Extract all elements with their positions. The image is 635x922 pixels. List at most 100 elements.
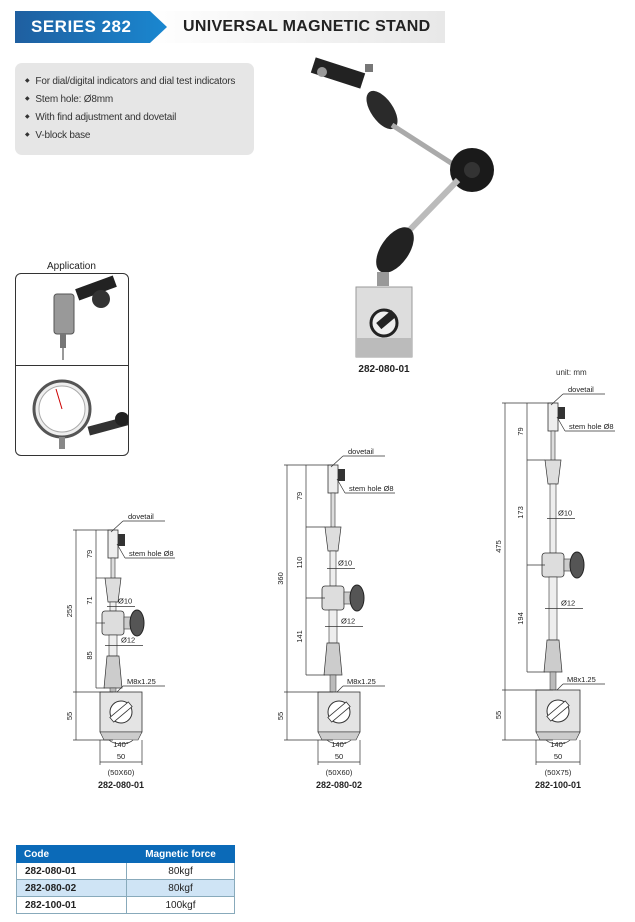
holder-rod [110, 557, 116, 581]
leader-line [336, 478, 346, 494]
segment-1-label: 79 [295, 492, 304, 500]
thread-label: M8x1.25 [127, 677, 156, 686]
base-height-label: 55 [276, 712, 285, 720]
series-badge: SERIES 282 [15, 11, 167, 43]
force-cell: 80kgf [126, 879, 235, 897]
total-height-label: 475 [494, 540, 503, 553]
page-title: UNIVERSAL MAGNETIC STAND [183, 18, 431, 35]
code-cell: 282-080-02 [16, 879, 127, 897]
indicator-holder [547, 402, 559, 432]
thread-label: M8x1.25 [347, 677, 376, 686]
switch-lever [109, 701, 133, 723]
application-photos [15, 273, 129, 456]
unit-label: unit: mm [556, 368, 587, 377]
base-size-label: (50X60) [108, 768, 135, 777]
leader-line [116, 543, 126, 559]
upper-rod-diameter-label: Ø10 [338, 559, 352, 568]
v-groove [326, 739, 352, 745]
stem-hole-label: stem hole Ø8 [349, 484, 394, 493]
feature-item: V-block base [25, 126, 254, 144]
base-size-label: (50X60) [326, 768, 353, 777]
application-photo-dial-indicator [32, 379, 128, 449]
segment-2-label: 110 [295, 557, 304, 569]
drawing-282-080-01: 140°2555579718550(50X60)282-080-01doveta… [65, 512, 175, 790]
base-size-label: (50X75) [545, 768, 572, 777]
dovetail-label: dovetail [128, 512, 154, 521]
holder-rod [330, 492, 336, 530]
segment-3-label: 194 [516, 612, 525, 625]
features-list: For dial/digital indicators and dial tes… [15, 63, 254, 155]
total-height-label: 255 [65, 605, 74, 618]
v-block [99, 731, 143, 741]
clamp-knob [129, 609, 145, 637]
feature-item: With find adjustment and dovetail [25, 108, 254, 126]
dovetail-label: dovetail [348, 447, 374, 456]
feature-item: For dial/digital indicators and dial tes… [25, 72, 254, 90]
leader-line [110, 520, 124, 533]
v-block [535, 731, 581, 741]
product-photo [310, 57, 494, 358]
lower-rod-diameter-label: Ø12 [121, 636, 135, 645]
segment-1-label: 79 [516, 427, 525, 435]
thread-label: M8x1.25 [567, 675, 596, 684]
width-label: 50 [335, 752, 343, 761]
v-block [317, 731, 361, 741]
upper-rod-diameter-label: Ø10 [558, 509, 572, 518]
code-cell: 282-100-01 [16, 896, 127, 914]
fine-adjust-knob [558, 407, 565, 419]
segment-3-label: 85 [85, 651, 94, 659]
center-clamp [101, 610, 125, 636]
column-header-magnetic-force: Magnetic force [126, 845, 235, 863]
width-label: 50 [117, 752, 125, 761]
leader-line [556, 416, 566, 432]
center-clamp [321, 585, 345, 611]
stem-hole-label: stem hole Ø8 [569, 422, 614, 431]
drawing-code: 282-080-02 [316, 780, 362, 790]
base-height-label: 55 [65, 712, 74, 720]
force-cell: 100kgf [126, 896, 235, 914]
drawing-282-100-01: 140°475557917319450(50X75)282-100-01dove… [494, 385, 615, 790]
leader-line [116, 685, 124, 693]
angle-label: 140° [331, 740, 347, 749]
leader-line [336, 685, 344, 693]
fine-adjust-knob [118, 534, 125, 546]
upper-joint [104, 577, 122, 603]
angle-label: 140° [550, 740, 566, 749]
force-cell: 80kgf [126, 862, 235, 880]
leader-line [550, 393, 564, 406]
segment-3-label: 141 [295, 630, 304, 643]
stem-hole-label: stem hole Ø8 [129, 549, 174, 558]
clamp-knob [569, 551, 585, 579]
segment-1-label: 79 [85, 550, 94, 558]
center-clamp [541, 552, 565, 578]
width-label: 50 [554, 752, 562, 761]
segment-2-label: 71 [85, 596, 94, 604]
upper-rod-diameter-label: Ø10 [118, 597, 132, 606]
v-groove [108, 739, 134, 745]
lower-rod-diameter-label: Ø12 [341, 617, 355, 626]
angle-label: 140° [113, 740, 129, 749]
application-label: Application [47, 261, 96, 272]
lower-rod-diameter-label: Ø12 [561, 599, 575, 608]
drawing-282-080-02: 140° 360 55 79 110 141 50 (50X60) 282-080-02 dove… [276, 447, 395, 790]
lower-joint [103, 655, 123, 689]
clamp-knob [349, 584, 365, 612]
code-cell: 282-080-01 [16, 862, 127, 880]
v-groove [545, 739, 571, 745]
switch-lever [546, 700, 570, 722]
mounting-stud [109, 687, 117, 693]
fine-adjust-knob [338, 469, 345, 481]
drawing-code: 282-100-01 [535, 780, 581, 790]
indicator-holder [107, 529, 119, 559]
application-photo-images [16, 275, 128, 449]
photo-caption: 282-080-01 [358, 364, 410, 375]
holder-rod [550, 430, 556, 463]
dovetail-label: dovetail [568, 385, 594, 394]
mounting-stud [549, 671, 557, 691]
base-height-label: 55 [494, 711, 503, 719]
total-height-label: 360 [276, 572, 285, 585]
